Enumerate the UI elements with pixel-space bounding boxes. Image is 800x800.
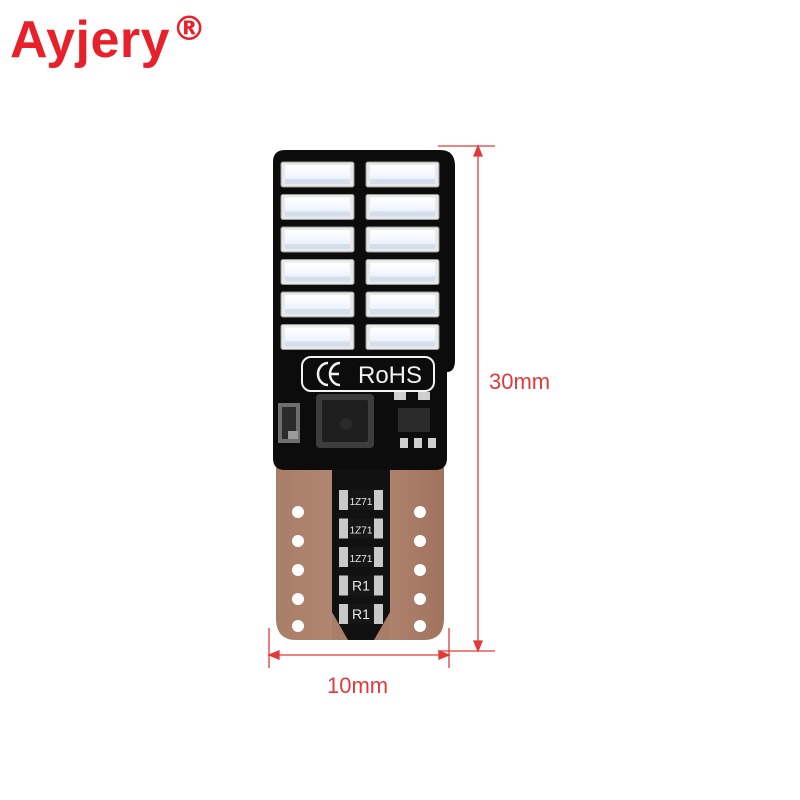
resistor-chip: R1 — [339, 604, 383, 624]
rohs-text: RoHS — [358, 362, 422, 389]
ic-chip — [316, 394, 374, 448]
led-chip — [365, 226, 440, 253]
led-chip — [365, 161, 440, 188]
diode-component — [278, 403, 300, 443]
led-chip — [280, 161, 355, 188]
resistor-label: 1Z71 — [350, 526, 373, 537]
led-chip — [280, 324, 355, 350]
registered-mark: ® — [172, 9, 207, 49]
resistor-label: R1 — [352, 606, 370, 622]
led-chip — [280, 226, 355, 253]
led-array — [280, 161, 440, 350]
led-chip — [365, 194, 440, 220]
resistor-label: 1Z71 — [350, 554, 373, 565]
contact-holes — [292, 506, 426, 632]
compliance-marking: RoHS — [301, 356, 435, 392]
transistor-component — [394, 392, 436, 448]
height-label: 30mm — [489, 369, 551, 394]
brand-name: Ayjery — [10, 11, 171, 69]
resistor-label: 1Z71 — [350, 497, 373, 508]
led-chip — [365, 259, 440, 285]
width-label: 10mm — [327, 673, 389, 698]
led-chip — [280, 291, 355, 318]
led-chip — [280, 259, 355, 285]
resistor-label: R1 — [352, 578, 370, 594]
resistor-chip: R1 — [339, 575, 383, 596]
resistor-chip: 1Z71 — [339, 490, 383, 510]
resistor-chip: 1Z71 — [339, 518, 383, 539]
width-dimension-line — [267, 628, 451, 668]
led-chip — [280, 194, 355, 220]
led-chip — [365, 324, 440, 350]
ce-mark-icon — [316, 361, 341, 387]
height-dimension-line — [438, 144, 495, 653]
brand-logo: Ayjery ® — [10, 10, 206, 80]
resistor-chip: 1Z71 — [339, 547, 383, 567]
led-chip — [365, 291, 440, 318]
